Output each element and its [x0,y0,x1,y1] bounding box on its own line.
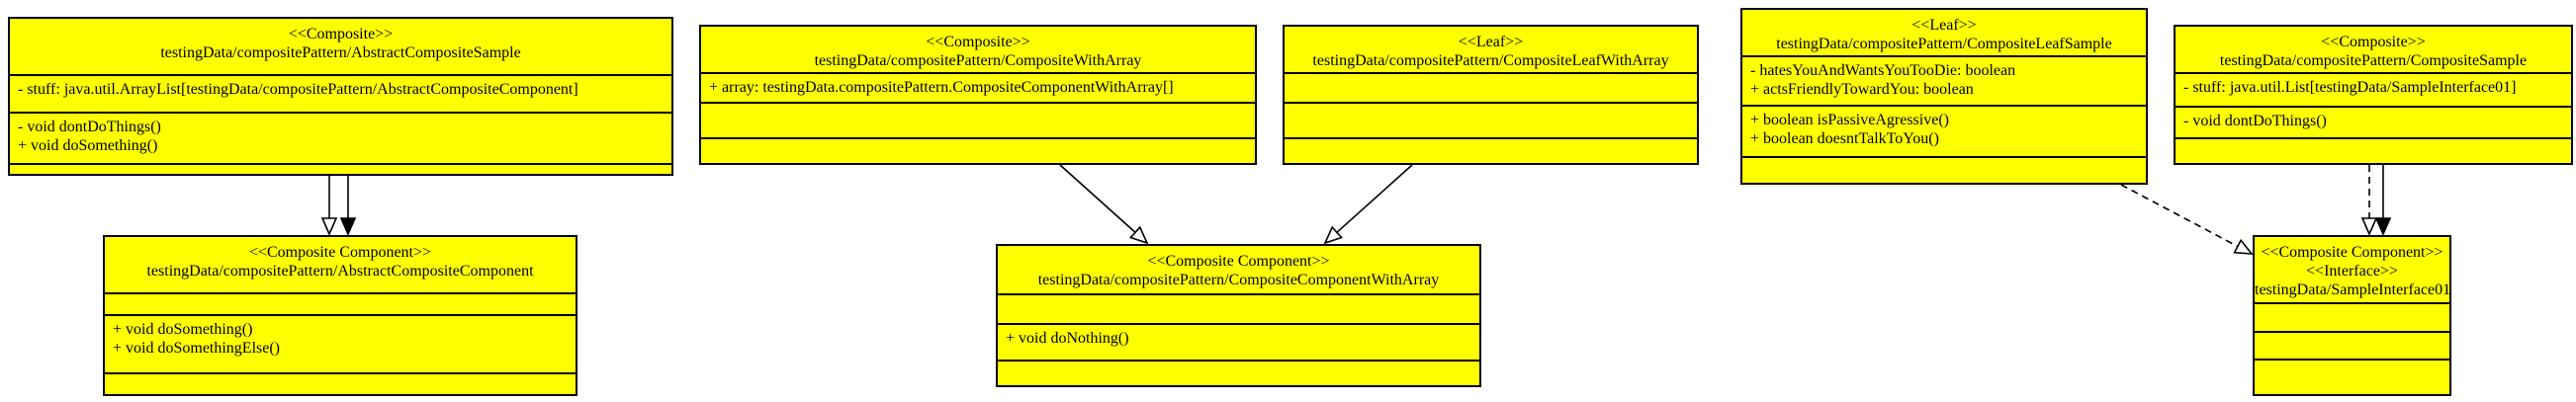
class-header: <<Leaf>> testingData/compositePattern/Com… [1285,27,1697,72]
attribute-line: - stuff: java.util.ArrayList[testingData… [18,81,578,98]
operation-line: + void doSomethingElse() [113,340,281,357]
stereotype-label: <<Composite>> [926,34,1030,50]
class-name: testingData/compositePattern/CompositeSa… [2219,52,2528,69]
hollow-arrowhead-icon [2360,217,2378,236]
operations-section: + void doNothing() [998,323,1479,360]
extra-section [2255,359,2449,394]
operation-line: + boolean doesntTalkToYou() [1750,130,1939,147]
class-header: <<Composite>> testingData/compositePatter… [2176,27,2571,72]
attributes-section: - stuff: java.util.List[testingData/Samp… [2176,72,2571,106]
attribute-line: + array: testingData.compositePattern.Co… [709,79,1174,96]
inheritance-edge-line [1336,164,1413,233]
attributes-section: - hatesYouAndWantsYouTooDie: boolean + ac… [1742,55,2146,105]
extra-section [2176,137,2571,163]
operations-section [701,102,1255,137]
class-box-abstract-composite-component[interactable]: <<Composite Component>> testingData/compo… [103,235,577,396]
attributes-section [998,293,1479,323]
operations-section: - void dontDoThings() + void doSomething(… [10,112,671,163]
class-name: testingData/compositePattern/AbstractCom… [146,263,534,280]
stereotype-label: <<Composite Component>> [1147,253,1330,270]
class-box-composite-leaf-with-array[interactable]: <<Leaf>> testingData/compositePattern/Com… [1283,25,1699,165]
class-name: testingData/compositePattern/CompositeWi… [814,52,1142,69]
realization-edge-line [2120,184,2239,248]
attributes-section [105,292,576,314]
class-header: <<Leaf>> testingData/compositePattern/Com… [1742,10,2146,55]
attributes-section [2255,302,2449,331]
class-box-composite-leaf-sample[interactable]: <<Leaf>> testingData/compositePattern/Com… [1740,8,2148,185]
operations-section [1285,102,1697,137]
filled-arrowhead-icon [2374,217,2392,236]
stereotype-label: <<Leaf>> [1458,34,1524,50]
class-header: <<Composite Component>> testingData/compo… [105,237,576,292]
stereotype-label: <<Composite>> [288,26,394,42]
extra-section [10,163,671,174]
attribute-line: - hatesYouAndWantsYouTooDie: boolean [1750,62,2016,79]
stereotype-label: <<Composite Component>> [2261,244,2443,261]
extra-section [701,137,1255,163]
extra-section [1285,137,1697,163]
class-name: testingData/compositePattern/CompositeLe… [1312,52,1669,69]
class-header: <<Composite>> testingData/compositePatter… [701,27,1255,72]
hollow-arrowhead-icon [2233,238,2254,255]
hollow-arrowhead-icon [1323,225,1344,245]
hollow-arrowhead-icon [320,217,338,236]
attributes-section [1285,72,1697,102]
inheritance-edge-line [1059,164,1136,233]
operation-line: + void doSomething() [113,321,253,338]
stereotype-label: <<Leaf>> [1911,17,1977,34]
class-box-composite-with-array[interactable]: <<Composite>> testingData/compositePatter… [699,25,1257,165]
attributes-section: + array: testingData.compositePattern.Co… [701,72,1255,102]
class-name: testingData/compositePattern/CompositeCo… [1037,272,1440,288]
stereotype-label: <<Composite>> [2321,34,2426,50]
operations-section: + void doSomething() + void doSomethingEl… [105,314,576,372]
extra-section [998,360,1479,385]
extra-section [1742,156,2146,183]
stereotype-label: <<Composite Component>> [248,244,432,261]
class-header: <<Composite Component>> <<Interface>>test… [2255,237,2451,302]
class-header: <<Composite Component>> testingData/compo… [998,246,1479,293]
attribute-line: + actsFriendlyTowardYou: boolean [1750,81,1974,98]
class-header: <<Composite>> testingData/compositePatter… [10,19,671,74]
class-box-sample-interface-01[interactable]: <<Composite Component>> <<Interface>>test… [2253,235,2451,396]
operations-section [2255,331,2449,359]
hollow-arrowhead-icon [1128,225,1149,245]
class-name: testingData/compositePattern/CompositeLe… [1776,36,2112,52]
attribute-line: - stuff: java.util.List[testingData/Samp… [2183,79,2517,96]
operation-line: + void doNothing() [1006,330,1129,347]
class-name: testingData/compositePattern/AbstractCom… [160,44,521,61]
operation-line: - void dontDoThings() [18,119,161,135]
class-box-composite-sample[interactable]: <<Composite>> testingData/compositePatter… [2174,25,2573,165]
extra-section [105,372,576,394]
filled-arrowhead-icon [339,217,357,236]
operations-section: - void dontDoThings() [2176,106,2571,137]
operation-line: - void dontDoThings() [2183,113,2327,129]
class-box-abstract-composite-sample[interactable]: <<Composite>> testingData/compositePatter… [8,17,673,176]
stereotype-label: <<Interface>> [2306,263,2398,280]
operation-line: + void doSomething() [18,137,158,154]
operation-line: + boolean isPassiveAgressive() [1750,112,1949,128]
attributes-section: - stuff: java.util.ArrayList[testingData… [10,74,671,112]
class-name: testingData/SampleInterface01 [2255,281,2451,298]
operations-section: + boolean isPassiveAgressive() + boolean … [1742,105,2146,156]
class-box-composite-component-with-array[interactable]: <<Composite Component>> testingData/compo… [996,244,1481,387]
